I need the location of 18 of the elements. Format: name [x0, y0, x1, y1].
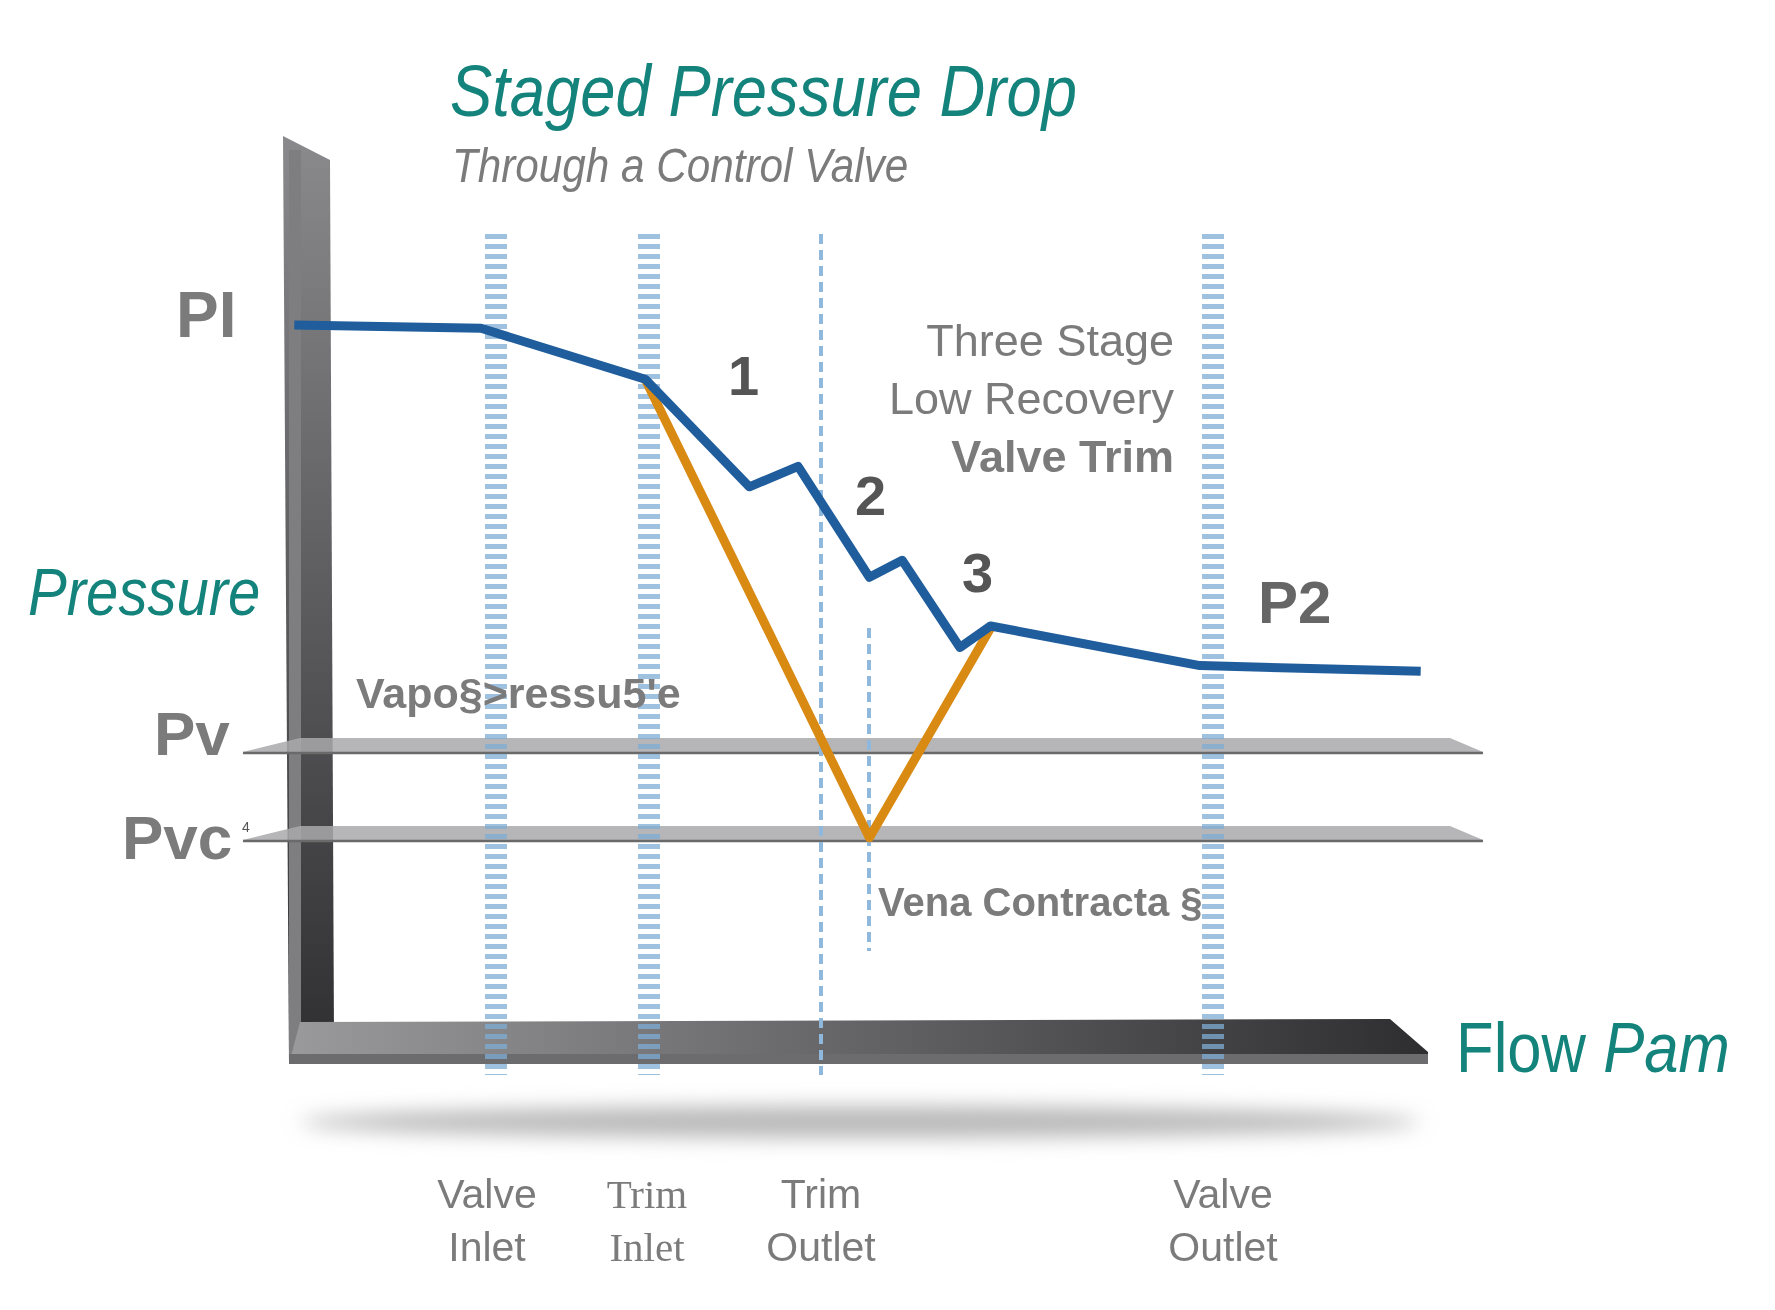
station-label: Valve Outlet	[1167, 1170, 1279, 1272]
station-label: Valve Inlet	[436, 1170, 538, 1272]
pressure-level-label: Pv	[154, 700, 230, 769]
stage-number: 1	[728, 345, 760, 407]
level-annotation: Vena Contracta §	[878, 880, 1203, 924]
trim-annotation: Three Stage Low Recovery Valve Trim	[887, 314, 1174, 484]
stage-number: 3	[962, 542, 994, 604]
pressure-level-label: PI	[176, 280, 237, 351]
pressure-level-label: P2	[1258, 570, 1332, 636]
stage-number: 2	[855, 465, 887, 527]
axis-label: Flow Pam	[1456, 1010, 1730, 1087]
station-label: Trim Outlet	[765, 1170, 877, 1272]
chart-title: Staged Pressure Drop	[450, 52, 1077, 132]
level-annotation: Vapo§>ressu5'e	[356, 670, 681, 718]
pressure-level-label: Pvc	[122, 804, 233, 873]
axis-label: Pressure	[28, 556, 261, 629]
chart-subtitle: Through a Control Valve	[452, 140, 909, 193]
station-label: Trim Inlet	[605, 1170, 689, 1272]
